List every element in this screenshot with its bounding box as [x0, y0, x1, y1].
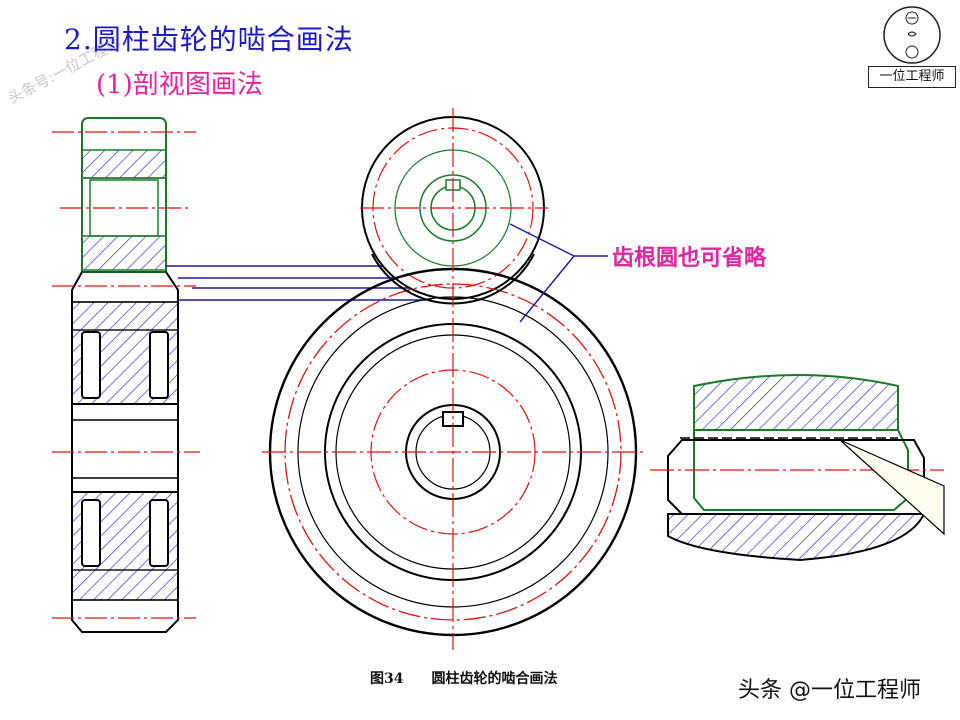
detail-view [650, 374, 945, 562]
page-subtitle: (1)剖视图画法 [96, 70, 263, 100]
left-center-lines [52, 131, 200, 619]
figure-number: 图34 [370, 671, 404, 687]
figure-title: 圆柱齿轮的啮合画法 [431, 671, 558, 687]
small-gear-section [81, 117, 167, 302]
page-title: 2.圆柱齿轮的啮合画法 [64, 23, 354, 56]
figure-caption: 图34 圆柱齿轮的啮合画法 [370, 668, 585, 688]
logo-label: 一位工程师 [868, 66, 956, 88]
callout-label: 齿根圆也可省略 [612, 245, 767, 271]
front-center-lines [262, 108, 646, 650]
left-section-view [52, 117, 200, 633]
logo: 一位工程师 [868, 4, 956, 88]
source-mark: 头条 @一位工程师 [738, 678, 921, 703]
front-view [262, 108, 646, 650]
logo-emblem-icon [883, 6, 941, 64]
callout-leader-lines [509, 223, 608, 323]
